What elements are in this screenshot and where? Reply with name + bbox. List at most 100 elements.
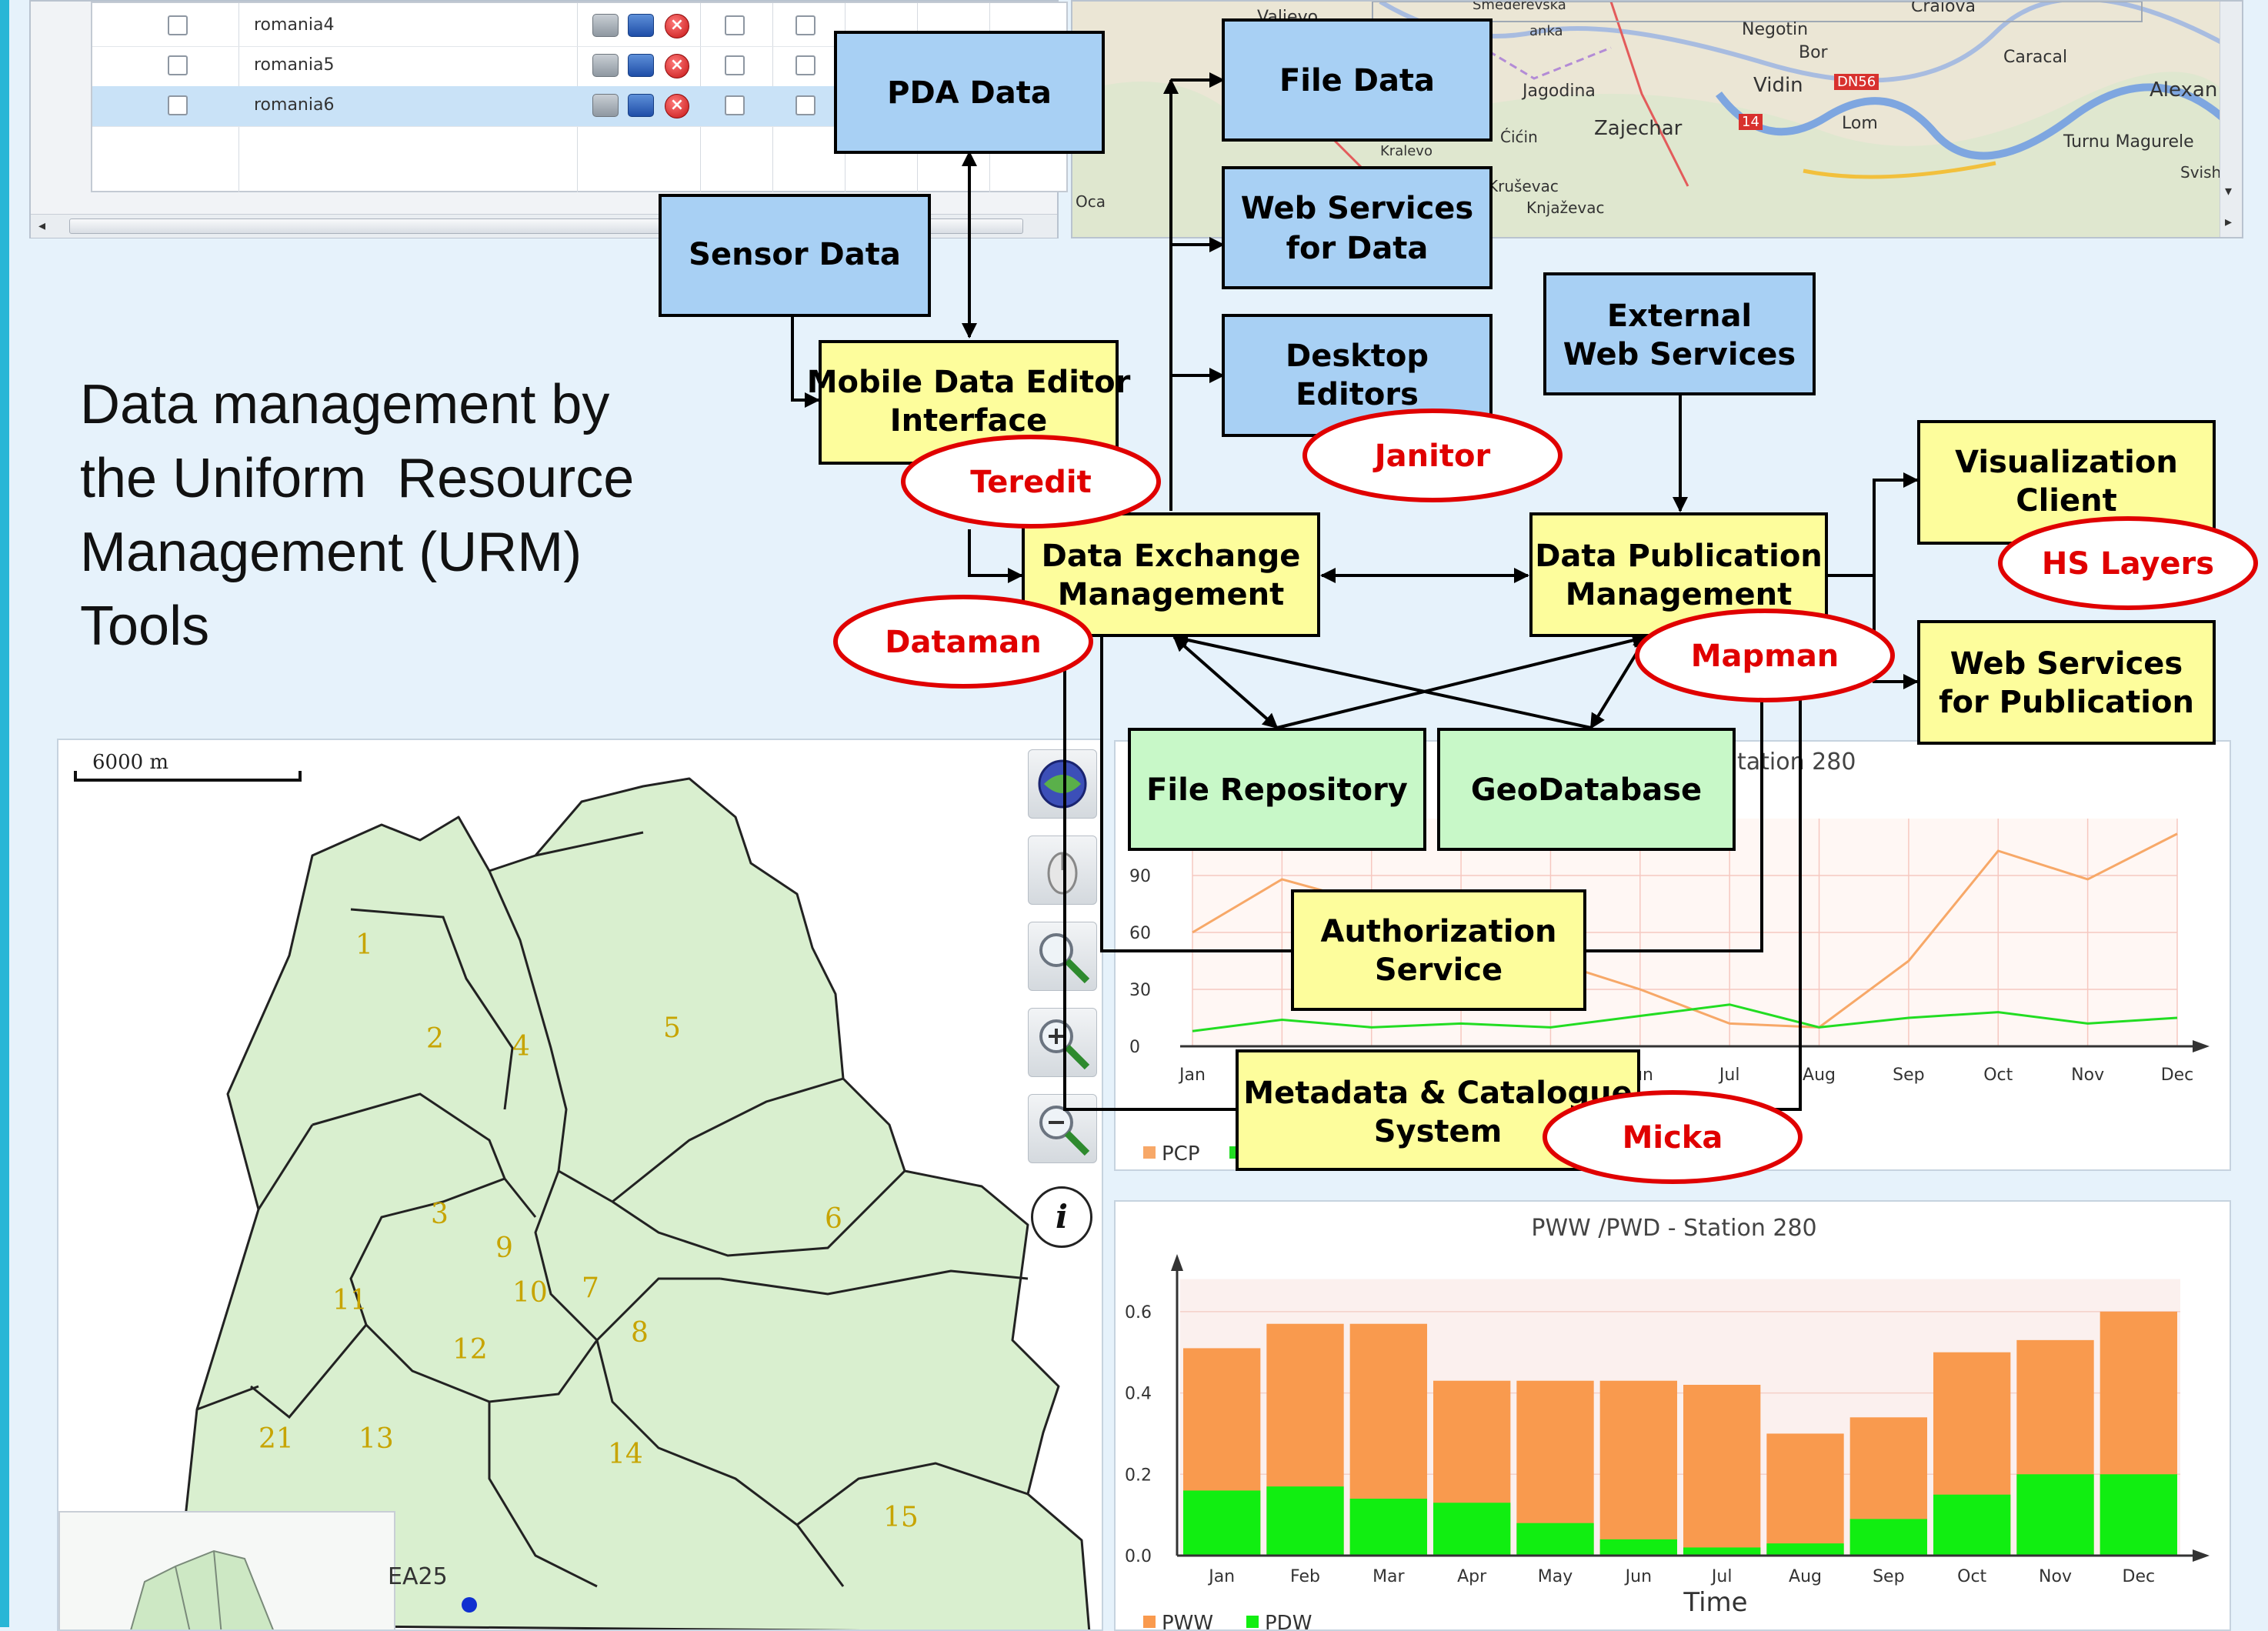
mapman-tool-label: Mapman [1635, 609, 1895, 702]
map-label: Kruševac [1488, 177, 1559, 195]
row-option-checkbox[interactable] [725, 55, 745, 75]
box-label: Metadata & Catalogue [1243, 1076, 1632, 1111]
box-label: Management [1566, 577, 1792, 612]
scroll-right-icon[interactable]: ▸ [2225, 214, 2233, 230]
subbasin-label: 6 [825, 1203, 842, 1235]
bar-pdw [1266, 1486, 1344, 1556]
view-icon[interactable] [592, 54, 619, 77]
row-option-checkbox[interactable] [795, 95, 815, 115]
box-label: Web Services [1241, 191, 1473, 226]
subbasin-label: 5 [663, 1012, 681, 1044]
x-axis-arrow [2193, 1040, 2210, 1052]
map-label: Kralevo [1380, 143, 1433, 159]
delete-icon[interactable]: × [665, 54, 689, 78]
road-badge: DN56 [1834, 74, 1879, 90]
map-label: Alexan [2150, 78, 2218, 102]
row-option-checkbox[interactable] [725, 15, 745, 35]
x-tick-label: Feb [1290, 1567, 1320, 1586]
x-tick-label: Jul [1718, 1066, 1740, 1085]
zoom-out-tool-button[interactable] [1028, 1094, 1097, 1163]
view-icon[interactable] [592, 14, 619, 37]
subbasin-label: 11 [332, 1285, 368, 1316]
subbasin-label: 1 [355, 929, 373, 961]
x-tick-label: Jan [1178, 1066, 1206, 1085]
pan-tool-button[interactable] [1028, 836, 1097, 905]
row-option-checkbox[interactable] [725, 95, 745, 115]
y-tick-label: 0.6 [1125, 1303, 1152, 1322]
save-icon[interactable] [628, 94, 654, 117]
y-axis-arrow [1171, 1254, 1183, 1271]
row-option-checkbox[interactable] [795, 15, 815, 35]
y-tick-label: 60 [1129, 924, 1151, 943]
box-label: File Data [1279, 63, 1435, 98]
x-tick-label: Jun [1624, 1567, 1652, 1586]
row-checkbox[interactable] [168, 95, 188, 115]
subbasin-label: 8 [631, 1317, 649, 1349]
title-line: the Uniform Resource [80, 448, 635, 509]
subbasin-label: 12 [452, 1334, 488, 1366]
road-badge: 14 [1739, 114, 1763, 130]
slide-title: Data management by the Uniform Resource … [80, 368, 772, 663]
scale-bar [74, 771, 302, 782]
row-option-checkbox[interactable] [795, 55, 815, 75]
legend-swatch-pdw [1246, 1616, 1259, 1628]
delete-icon[interactable]: × [665, 94, 689, 118]
catchment-map[interactable]: 1 2 3 4 5 6 7 8 9 10 11 12 13 14 15 21 6… [57, 739, 1103, 1631]
scale-label: 6000 m [92, 751, 169, 774]
x-tick-label: Nov [2039, 1567, 2072, 1586]
box-label: Data Publication [1535, 539, 1823, 574]
globe-tool-button[interactable] [1028, 749, 1097, 819]
row-checkbox[interactable] [168, 55, 188, 75]
bar-pdw [1516, 1523, 1594, 1556]
map-label: Jagodina [1523, 82, 1596, 101]
layer-name: romania6 [254, 95, 335, 115]
zoom-box-tool-button[interactable] [1028, 922, 1097, 991]
legend-label: PDW [1265, 1612, 1312, 1631]
table-row[interactable]: romania4 × [92, 6, 1066, 47]
y-tick-label: 90 [1129, 867, 1151, 886]
overview-map[interactable] [58, 1511, 395, 1629]
box-label: Data Exchange [1042, 539, 1301, 574]
box-label: Sensor Data [689, 237, 901, 272]
y-tick-label: 0 [1129, 1038, 1140, 1057]
box-label: Management [1058, 577, 1284, 612]
map-label: Knjaževac [1526, 198, 1605, 217]
row-checkbox[interactable] [168, 15, 188, 35]
zoom-in-tool-button[interactable] [1028, 1008, 1097, 1077]
scroll-left-icon[interactable]: ◂ [38, 218, 46, 234]
tool-name: Dataman [885, 625, 1041, 660]
legend-swatch-pcp [1143, 1146, 1156, 1159]
bar-pdw [1683, 1547, 1761, 1556]
box-label: PDA Data [887, 75, 1052, 111]
title-line: Data management by [80, 374, 610, 435]
scroll-down-icon[interactable]: ▾ [2225, 183, 2233, 199]
map-label: Zajechar [1594, 117, 1683, 140]
authorization-service-box: Authorization Service [1291, 889, 1586, 1011]
subbasin-label: 10 [512, 1277, 548, 1309]
save-icon[interactable] [628, 14, 654, 37]
subbasin-label: 2 [426, 1023, 444, 1055]
geodatabase-box: GeoDatabase [1437, 728, 1736, 851]
info-icon[interactable]: i [1031, 1186, 1092, 1248]
legend-swatch-pww [1143, 1616, 1156, 1628]
data-exchange-management-box: Data Exchange Management [1022, 512, 1320, 637]
box-label: External [1607, 299, 1752, 334]
title-line: Management (URM) [80, 522, 582, 583]
tool-name: HS Layers [2042, 546, 2214, 582]
save-icon[interactable] [628, 54, 654, 77]
view-icon[interactable] [592, 94, 619, 117]
tool-name: Teredit [970, 465, 1091, 500]
x-tick-label: Apr [1457, 1567, 1487, 1586]
delete-icon[interactable]: × [665, 14, 689, 38]
vertical-scrollbar[interactable]: ▾ ▸ [2220, 2, 2242, 237]
subbasin-label: 15 [883, 1502, 919, 1533]
station-marker[interactable] [462, 1597, 477, 1613]
bar-pdw [1183, 1490, 1261, 1556]
teredit-tool-label: Teredit [901, 435, 1161, 529]
x-tick-label: Dec [2123, 1567, 2156, 1586]
map-label: anka [1529, 23, 1563, 39]
y-tick-label: 30 [1129, 981, 1151, 1000]
x-axis-arrow [2193, 1549, 2210, 1562]
